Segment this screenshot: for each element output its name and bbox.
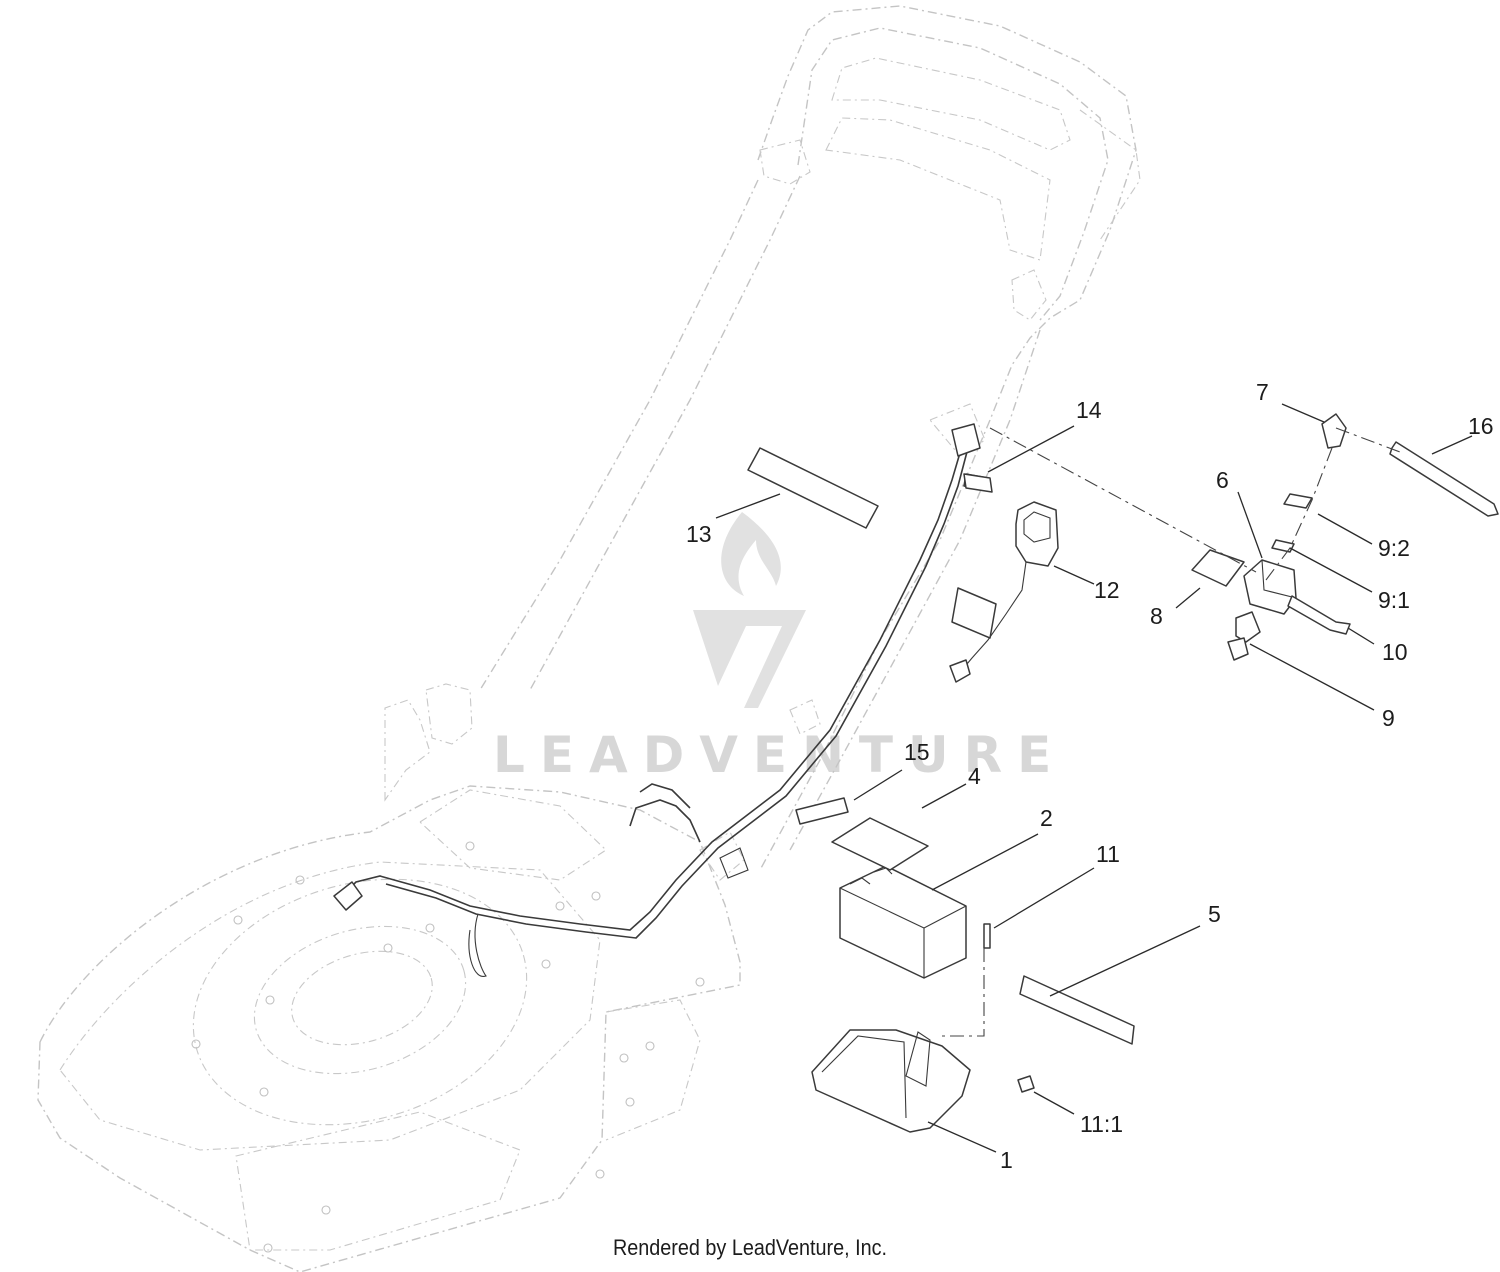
connector-part-11[interactable] (963, 473, 993, 493)
callout-6: 6 (1216, 467, 1229, 493)
callout-4: 4 (968, 763, 981, 789)
callout-14: 11 (1096, 841, 1120, 867)
label-part-4[interactable] (831, 817, 929, 871)
callout-5: 5 (1208, 901, 1221, 927)
callout-9-2: 9:2 (1378, 535, 1410, 561)
callout-2: 2 (1040, 805, 1053, 831)
callout-9-1: 9:1 (1378, 587, 1410, 613)
decal-part-5[interactable] (1019, 975, 1135, 1045)
mower-deck-outline (37, 683, 745, 1272)
callout-9: 9 (1382, 705, 1395, 731)
watermark-logo (693, 512, 806, 708)
charger-part-12[interactable] (949, 501, 1059, 683)
callout-1: 1 (1000, 1147, 1013, 1173)
callout-11: 14 (1076, 397, 1102, 423)
footer-credit: Rendered by LeadVenture, Inc. (612, 1235, 888, 1260)
leader-lines (715, 403, 1473, 1153)
key-part-7[interactable] (1321, 413, 1347, 449)
callout-7: 7 (1256, 379, 1269, 405)
fuse-part-11-1[interactable] (1017, 1075, 1035, 1093)
callout-15: 16 (1468, 413, 1494, 439)
switch-part-9[interactable] (1227, 611, 1261, 661)
callout-13: 13 (686, 521, 712, 547)
washer-part-9-2[interactable] (1283, 493, 1313, 509)
battery-part-2[interactable] (839, 865, 967, 979)
assembly-lines (940, 427, 1401, 1037)
callout-11-1: 11:1 (1080, 1111, 1123, 1137)
rod-part-15[interactable] (1389, 441, 1499, 517)
callout-labels: 14 7 16 13 6 9:2 12 9:1 8 10 9 15 4 2 11… (686, 379, 1494, 1173)
callout-16: 15 (904, 739, 930, 765)
connector-part-16[interactable] (795, 797, 849, 825)
handle-outline (479, 5, 1141, 871)
screw-part-14[interactable] (983, 923, 991, 949)
bolt-part-10[interactable] (1287, 595, 1351, 635)
decal-part-13[interactable] (747, 447, 879, 529)
callout-12: 12 (1094, 577, 1120, 603)
battery-tray-part-1[interactable] (811, 1029, 971, 1133)
washer-part-9-1[interactable] (1271, 539, 1295, 553)
watermark-text: LEADVENTURE (493, 726, 1066, 784)
label-part-8[interactable] (1191, 549, 1245, 587)
callout-8: 8 (1150, 603, 1163, 629)
callout-10: 10 (1382, 639, 1408, 665)
